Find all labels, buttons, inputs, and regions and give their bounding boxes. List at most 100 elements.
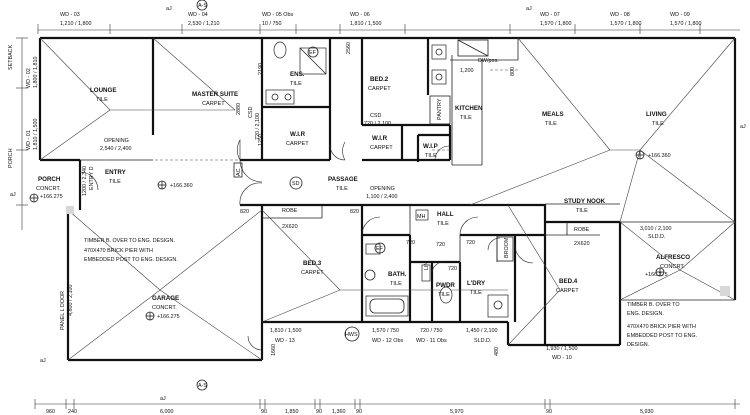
- opening-labels: OPENING 2,540 / 2,400 OPENING 1,100 / 2,…: [60, 42, 671, 356]
- room-finish: CONCRT.: [660, 264, 685, 270]
- level-text: +166.360: [170, 183, 193, 189]
- room-name: BED.4: [559, 278, 578, 285]
- room-name: KITCHEN: [455, 105, 483, 112]
- grid-tag: aJ: [10, 192, 16, 198]
- svg-text:WD - 13: WD - 13: [275, 338, 295, 344]
- room-name: ENS.: [290, 71, 305, 78]
- hws-icon: [344, 326, 360, 342]
- level-marker-icon: [655, 267, 665, 277]
- smoke-detector-icon: [289, 176, 303, 190]
- exhaust-fan-icon: [374, 242, 386, 254]
- svg-text:2X620: 2X620: [282, 224, 298, 230]
- room-finish: TILE: [390, 281, 402, 287]
- svg-text:1,100 / 2,400: 1,100 / 2,400: [366, 194, 397, 200]
- svg-text:1,570 / 750: 1,570 / 750: [372, 328, 399, 334]
- ensuite-vanity: [265, 89, 295, 105]
- window-code: WD - 05 Obs: [262, 12, 293, 18]
- room-name: L'DRY: [467, 280, 486, 287]
- level-markers: +166.360 +166.360 +166.275 +166.275 +166…: [29, 150, 671, 321]
- fixtures: EF DW/pos. PANTRY EF LIN BROOM MH HWS SD…: [66, 39, 730, 342]
- svg-text:3,010 / 2,100: 3,010 / 2,100: [640, 226, 671, 232]
- section-tag: A-S: [198, 383, 207, 389]
- svg-text:820: 820: [350, 209, 359, 215]
- svg-text:SLD.D.: SLD.D.: [474, 338, 491, 344]
- window-size: 1,570 / 1,800: [540, 21, 571, 27]
- svg-text:800: 800: [510, 67, 516, 76]
- room-finish: TILE: [576, 208, 588, 214]
- svg-text:240: 240: [68, 409, 77, 415]
- window-tags-top: WD - 03 1,210 / 1,800 WD - 04 2,530 / 1,…: [60, 12, 701, 27]
- section-tag: A-S: [198, 3, 207, 9]
- window-code: WD - 02: [26, 68, 32, 88]
- svg-text:5,930: 5,930: [640, 409, 654, 415]
- svg-text:CSD: CSD: [370, 113, 381, 119]
- ef-label: EF: [309, 50, 317, 56]
- window-size: 1,800 / 1,810: [33, 57, 39, 88]
- room-finish: CARPET: [202, 101, 225, 107]
- svg-text:2190: 2190: [258, 63, 264, 75]
- svg-text:ENG. DESIGN.: ENG. DESIGN.: [627, 311, 664, 317]
- svg-text:2560: 2560: [346, 42, 352, 54]
- cooktop-icon: [431, 44, 447, 60]
- room-finish: CONCRT.: [36, 186, 61, 192]
- room-finish: TILE: [470, 290, 482, 296]
- ac-label: AC: [236, 168, 242, 176]
- room-name: BED.3: [303, 260, 322, 267]
- svg-text:PANEL L DOOR: PANEL L DOOR: [60, 291, 66, 330]
- room-finish: CARPET: [301, 270, 324, 276]
- dashed-lines: [110, 69, 520, 161]
- svg-text:720: 720: [406, 240, 415, 246]
- room-name: PWDR: [436, 282, 455, 289]
- svg-text:90: 90: [356, 409, 362, 415]
- level-marker-icon: [635, 150, 645, 160]
- svg-text:1,360: 1,360: [332, 409, 346, 415]
- room-finish: TILE: [109, 179, 121, 185]
- svg-text:720 / 2,100: 720 / 2,100: [364, 121, 391, 127]
- svg-text:90: 90: [546, 409, 552, 415]
- level-marker-icon: [157, 180, 167, 190]
- room-finish: TILE: [652, 121, 664, 127]
- svg-text:SLD.D.: SLD.D.: [648, 234, 665, 240]
- setback-label: SETBACK: [8, 44, 14, 70]
- room-finish: TILE: [438, 292, 450, 298]
- svg-text:90: 90: [316, 409, 322, 415]
- room-finish: TILE: [425, 153, 437, 159]
- window-code: WD - 07: [540, 12, 560, 18]
- grid-tag: aJ: [166, 6, 172, 12]
- svg-text:1250: 1250: [258, 134, 264, 146]
- level-text: +166.275: [40, 194, 63, 200]
- svg-text:1,200: 1,200: [460, 68, 474, 74]
- bathtub-icon: [365, 295, 409, 317]
- svg-text:820: 820: [240, 209, 249, 215]
- svg-text:WD - 10: WD - 10: [552, 355, 572, 361]
- section-marker-icon: [196, 379, 208, 391]
- svg-text:2X620: 2X620: [574, 241, 590, 247]
- svg-text:ROBE: ROBE: [574, 227, 590, 233]
- grid-tag: aJ: [740, 124, 746, 130]
- sd-label: SD: [292, 181, 300, 187]
- svg-text:720 / 2,100: 720 / 2,100: [255, 113, 261, 140]
- svg-text:1200 / 2,340: 1200 / 2,340: [82, 166, 88, 196]
- hws-label: HWS: [345, 332, 358, 338]
- window-size: 1,810 / 1,500: [33, 119, 39, 150]
- svg-text:2,540 / 2,400: 2,540 / 2,400: [100, 146, 131, 152]
- pwdr-toilet-icon: [439, 286, 453, 304]
- svg-text:2880: 2880: [236, 103, 242, 115]
- svg-text:OPENING: OPENING: [370, 186, 395, 192]
- left-dimension-line: SETBACK PORCH WD - 02 1,800 / 1,810 WD -…: [8, 37, 39, 230]
- laundry-tub-icon: [487, 294, 509, 318]
- svg-text:1,930 / 1,500: 1,930 / 1,500: [546, 346, 577, 352]
- svg-text:CSD: CSD: [248, 107, 254, 118]
- manhole-icon: [415, 209, 429, 221]
- window-size: 1,810 / 1,500: [350, 21, 381, 27]
- pantry-label: PANTRY: [437, 98, 443, 120]
- room-name: STUDY NOOK: [564, 198, 606, 205]
- level-text: +166.275: [157, 314, 180, 320]
- svg-text:720: 720: [466, 240, 475, 246]
- window-size: 1,210 / 1,800: [60, 21, 91, 27]
- room-labels: LOUNGE TILE MASTER SUITE CARPET ENS. TIL…: [36, 71, 690, 311]
- svg-text:WD - 12 Obs: WD - 12 Obs: [372, 338, 403, 344]
- brick-pier-left: [66, 206, 74, 214]
- room-name: PASSAGE: [328, 176, 358, 183]
